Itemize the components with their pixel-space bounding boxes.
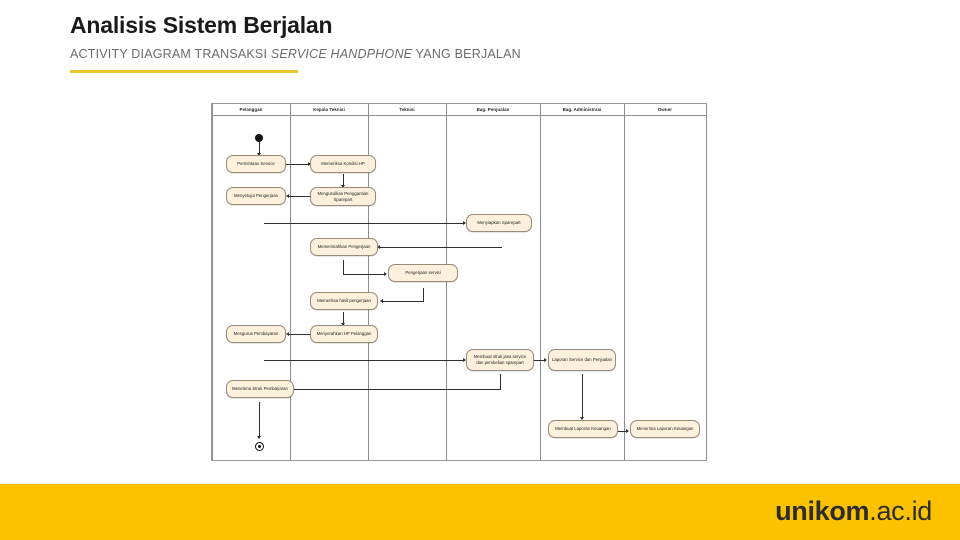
edge-menyetujui-to-menyiapkan — [264, 223, 465, 224]
edge-membuat-to-menerima-keuangan — [618, 431, 628, 432]
activity-memeriksa-hasil-pengerjaan[interactable]: Memeriksa hasil pengerjaan — [310, 292, 378, 310]
page-subtitle: ACTIVITY DIAGRAM TRANSAKSI SERVICE HANDP… — [70, 47, 521, 61]
subtitle-tail: YANG BERJALAN — [412, 47, 521, 61]
activity-menerima-laporan-keuangan[interactable]: Menerima Laporan Keuangan — [630, 420, 700, 438]
activity-laporan-service-penjualan[interactable]: Laporan Service dan Penjualan — [548, 349, 616, 371]
edge-laporan-to-membuat-keuangan — [582, 374, 583, 419]
footer-brand-domain: .ac.id — [869, 496, 932, 526]
edge-struk-down — [500, 374, 501, 390]
edge-arrow-left — [377, 244, 380, 249]
lane-label-teknisi: Teknisi — [399, 107, 415, 112]
activity-permintaan-service[interactable]: Permintaan Service — [226, 155, 286, 173]
activity-menyerahkan-hp-pelanggan[interactable]: Menyerahkan HP Pelanggan — [310, 325, 378, 343]
title-underline-rule — [70, 70, 298, 73]
page-title: Analisis Sistem Berjalan — [70, 12, 333, 38]
lane-label-owner: Owner — [657, 107, 673, 112]
edge-mengurus-to-membuat-struk — [264, 360, 465, 361]
edge-arrow-left — [286, 193, 289, 198]
edge-struk-to-laporan-service — [534, 360, 546, 361]
end-node — [255, 442, 264, 451]
edge-arrow-right — [626, 428, 629, 433]
edge-arrow-down — [256, 153, 261, 156]
edge-arrow-right — [463, 220, 466, 225]
lane-separator — [368, 104, 369, 460]
activity-diagram: Pelanggan Kepala Teknisi Teknisi Bag. Pe… — [211, 103, 707, 461]
activity-menyetujui-pengerjaan[interactable]: Menyetujui Pengerjaan — [226, 187, 286, 205]
lane-separator — [290, 104, 291, 460]
subtitle-lead: ACTIVITY DIAGRAM TRANSAKSI — [70, 47, 271, 61]
edge-arrow-down — [340, 185, 345, 188]
edge-menyerahkan-to-mengurus — [288, 334, 310, 335]
edge-mengusulkan-to-menyetujui — [288, 196, 310, 197]
edge-memeriksa-hasil-to-menyerahkan — [343, 312, 344, 325]
edge-arrow-right — [308, 161, 311, 166]
start-node — [255, 134, 263, 142]
lane-label-bag-penjualan: Bag. Penjualan — [476, 107, 510, 112]
activity-mengurus-pembayaran[interactable]: Mengurus Pembayaran — [226, 325, 286, 343]
edge-arrow-right — [544, 357, 547, 362]
edge-memerintahkan-down — [343, 260, 344, 274]
edge-pengerjaan-to-memeriksa-hasil — [382, 301, 424, 302]
lane-separator — [624, 104, 625, 460]
edge-start-to-permintaan — [259, 142, 260, 155]
footer-brand-name: unikom — [775, 496, 870, 526]
lane-label-bag-administrasi: Bag. Administrasi — [562, 107, 602, 112]
subtitle-emphasis: SERVICE HANDPHONE — [270, 47, 413, 61]
activity-mengusulkan-penggantian-sparepart[interactable]: Mengusulkan Penggantian Sparepart — [310, 187, 376, 206]
lane-separator — [446, 104, 447, 460]
activity-memerintahkan-pengerjaan[interactable]: Memerintahkan Pengerjaan — [310, 238, 378, 256]
edge-arrow-left — [380, 298, 383, 303]
lane-separator — [540, 104, 541, 460]
edge-arrow-right — [384, 271, 387, 276]
lane-separator — [706, 104, 707, 460]
activity-pengerjaan-servisi[interactable]: Pengerjaan servisi — [388, 264, 458, 282]
lane-separator — [212, 104, 213, 460]
edge-arrow-down — [340, 323, 345, 326]
edge-arrow-right — [463, 357, 466, 362]
activity-menerima-struk-pembayaran[interactable]: Menerima Struk Pembayaran — [226, 380, 294, 398]
activity-membuat-struk-jasa[interactable]: Membuat struk jasa service dan pembelian… — [466, 349, 534, 371]
activity-membuat-laporan-keuangan[interactable]: Membuat Laporan Keuangan — [548, 420, 618, 438]
edge-arrow-down — [256, 436, 261, 439]
edge-menyiapkan-to-memerintahkan — [379, 247, 502, 248]
edge-arrow-left — [286, 331, 289, 336]
edge-menerima-struk-to-end — [259, 402, 260, 438]
edge-arrow-down — [579, 417, 584, 420]
activity-menyiapkan-sparepart[interactable]: Menyiapkan Sparepart — [466, 214, 532, 232]
edge-pengerjaan-down — [423, 288, 424, 302]
edge-memerintahkan-to-pengerjaan — [343, 274, 386, 275]
edge-memeriksa-to-mengusulkan — [343, 174, 344, 187]
lane-header-rule — [212, 115, 706, 116]
activity-memeriksa-kondisi-hp[interactable]: Memeriksa Kondisi HP — [310, 155, 376, 173]
lane-label-pelanggan: Pelanggan — [239, 107, 263, 112]
lane-label-kepala-teknisi: Kepala Teknisi — [313, 107, 345, 112]
footer-bar: unikom.ac.id — [0, 484, 960, 540]
edge-permintaan-to-memeriksa — [286, 164, 310, 165]
edge-struk-to-menerima-struk — [266, 389, 501, 390]
footer-brand: unikom.ac.id — [775, 496, 932, 527]
